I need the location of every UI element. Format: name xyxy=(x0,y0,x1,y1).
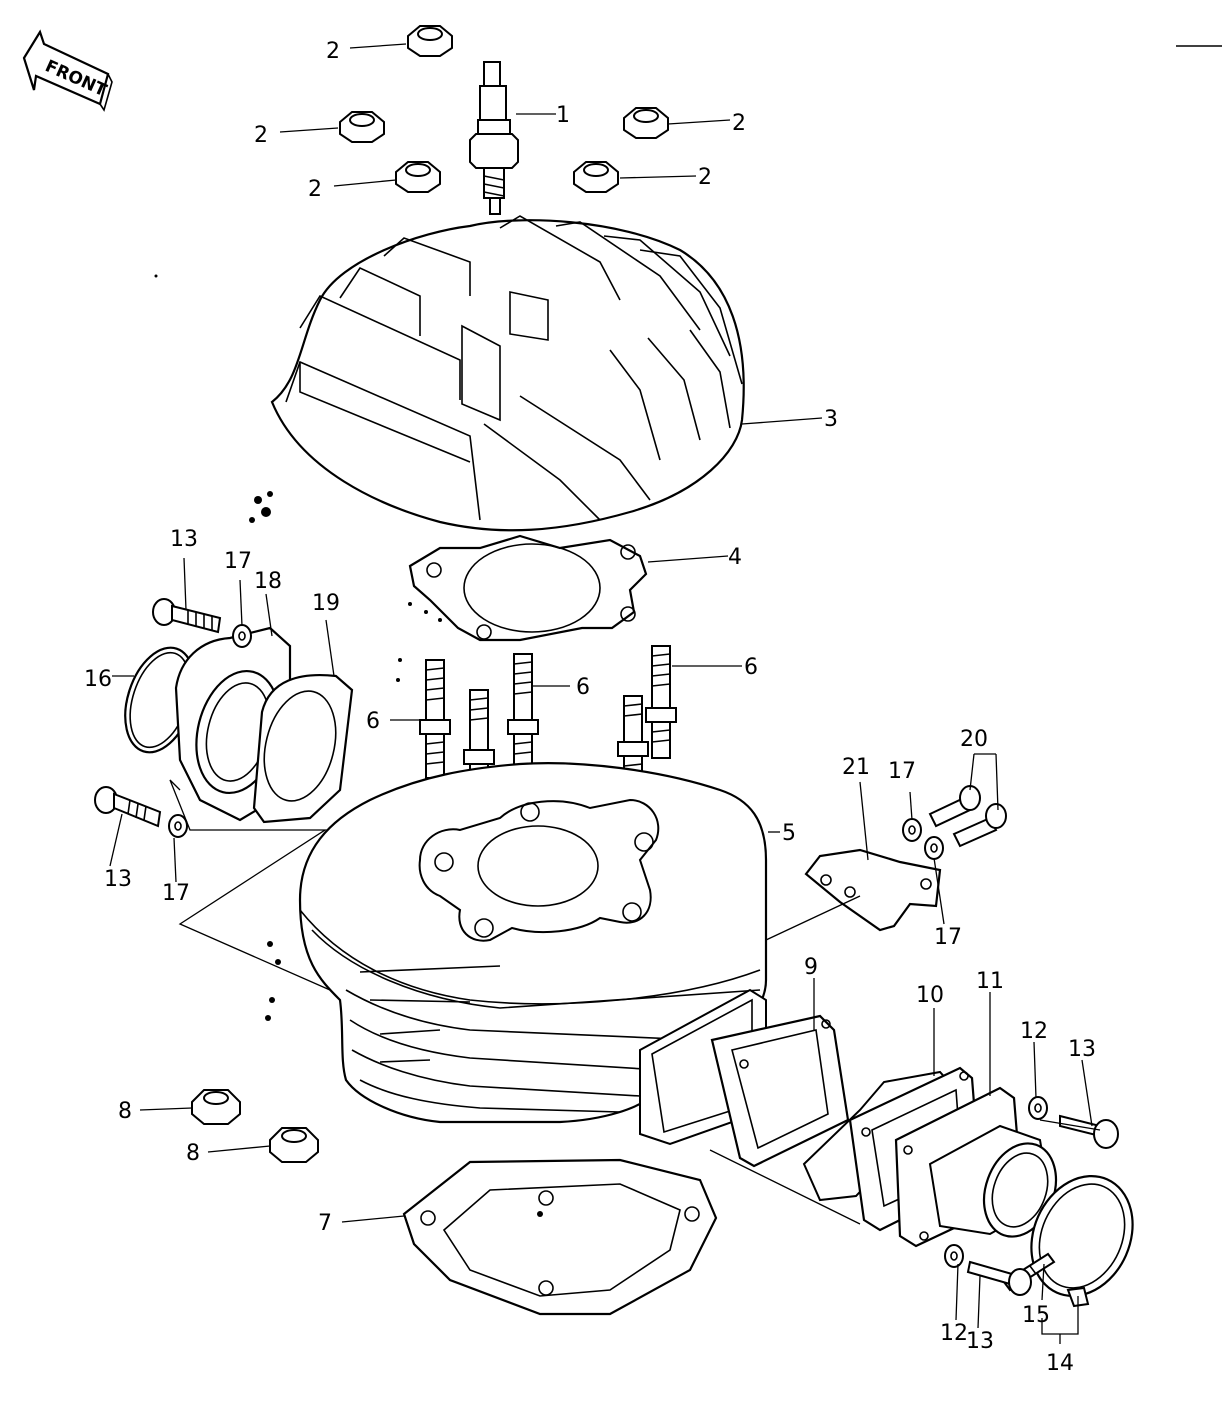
callout-11: 11 xyxy=(976,969,1004,994)
callout-16: 16 xyxy=(84,667,112,692)
washer xyxy=(902,818,922,842)
callout-6: 6 xyxy=(744,655,758,680)
callout-10: 10 xyxy=(916,983,944,1008)
callout-13: 13 xyxy=(170,527,198,552)
callout-8: 8 xyxy=(186,1141,200,1166)
cylinder xyxy=(298,762,768,1146)
stud xyxy=(645,645,677,759)
leader-lines xyxy=(109,43,1093,1344)
callout-labels: 1 2 2 2 2 2 3 4 5 6 6 6 7 8 8 9 10 11 12… xyxy=(84,39,1096,1376)
bolt xyxy=(1059,1114,1119,1149)
callout-20: 20 xyxy=(960,727,988,752)
print-noise xyxy=(154,274,543,1217)
callout-2: 2 xyxy=(254,123,268,148)
front-arrow-icon: FRONT xyxy=(22,29,113,112)
callout-3: 3 xyxy=(824,407,838,432)
base-nut xyxy=(269,1127,319,1163)
washer xyxy=(924,836,944,860)
bolt xyxy=(94,786,162,828)
head-nut xyxy=(623,107,669,139)
assembly-guide-line xyxy=(765,895,861,941)
assembly-guide-line xyxy=(709,1149,861,1225)
washer xyxy=(944,1244,964,1268)
bolt xyxy=(966,1260,1032,1296)
base-gasket xyxy=(402,1158,718,1316)
head-nut xyxy=(407,25,453,57)
callout-2: 2 xyxy=(732,111,746,136)
callout-2: 2 xyxy=(326,39,340,64)
stud xyxy=(419,659,451,779)
washer xyxy=(168,814,188,838)
callout-12: 12 xyxy=(940,1321,968,1346)
reed-valve-gasket xyxy=(710,1014,850,1168)
callout-17: 17 xyxy=(162,881,190,906)
bolt xyxy=(952,803,1007,848)
callout-14: 14 xyxy=(1046,1351,1074,1376)
assembly-guide-line xyxy=(169,779,331,991)
callout-6: 6 xyxy=(366,709,380,734)
head-gasket xyxy=(408,534,648,642)
bracket xyxy=(804,848,942,932)
washer xyxy=(232,624,252,648)
head-nut xyxy=(339,111,385,143)
head-nut xyxy=(395,161,441,193)
callout-17: 17 xyxy=(224,549,252,574)
intake-gasket xyxy=(252,673,354,824)
callout-15: 15 xyxy=(1022,1303,1050,1328)
callout-9: 9 xyxy=(804,955,818,980)
callout-2: 2 xyxy=(308,177,322,202)
cylinder-head xyxy=(270,215,745,532)
spark-plug xyxy=(469,61,519,215)
callout-19: 19 xyxy=(312,591,340,616)
callout-13: 13 xyxy=(104,867,132,892)
callout-4: 4 xyxy=(728,545,742,570)
callout-2: 2 xyxy=(698,165,712,190)
head-nut xyxy=(573,161,619,193)
callout-17: 17 xyxy=(934,925,962,950)
assembly-guide-line xyxy=(1039,1119,1101,1131)
callout-6: 6 xyxy=(576,675,590,700)
callout-17: 17 xyxy=(888,759,916,784)
callout-13: 13 xyxy=(966,1329,994,1354)
stud xyxy=(507,653,539,773)
callout-13: 13 xyxy=(1068,1037,1096,1062)
intake-manifold xyxy=(894,1086,1058,1248)
callout-8: 8 xyxy=(118,1099,132,1124)
callout-1: 1 xyxy=(556,103,570,128)
bolt xyxy=(928,785,981,828)
bolt xyxy=(152,598,222,634)
callout-21: 21 xyxy=(842,755,870,780)
hose-clamp xyxy=(1030,1174,1134,1308)
washer xyxy=(1028,1096,1048,1120)
callout-7: 7 xyxy=(318,1211,332,1236)
base-nut xyxy=(191,1089,241,1125)
callout-12: 12 xyxy=(1020,1019,1048,1044)
callout-18: 18 xyxy=(254,569,282,594)
callout-5: 5 xyxy=(782,821,796,846)
